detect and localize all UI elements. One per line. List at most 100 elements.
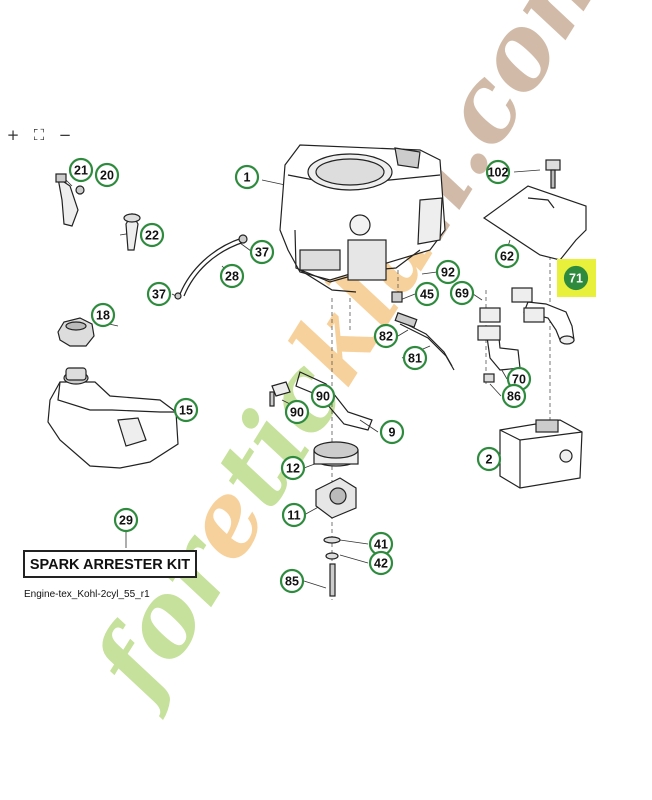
- callout-number: 15: [179, 404, 193, 418]
- callout-45[interactable]: 45: [414, 281, 440, 307]
- callout-90[interactable]: 90: [284, 399, 310, 425]
- kit-label: SPARK ARRESTER KIT: [30, 557, 190, 573]
- callout-number: 85: [285, 575, 299, 589]
- callout-circle: [249, 239, 275, 265]
- callout-number: 71: [569, 272, 583, 286]
- callout-number: 21: [74, 164, 88, 178]
- callout-37[interactable]: 37: [146, 281, 172, 307]
- callout-12[interactable]: 12: [280, 455, 306, 481]
- callout-circle: [563, 265, 589, 291]
- callout-circle: [379, 419, 405, 445]
- callout-number: 37: [255, 246, 269, 260]
- callout-circle: [402, 345, 428, 371]
- callout-circle: [94, 162, 120, 188]
- exhaust-pipe-part: [477, 287, 575, 383]
- callout-number: 9: [389, 426, 396, 440]
- callout-102[interactable]: 102: [485, 159, 511, 185]
- callout-9[interactable]: 9: [379, 419, 405, 445]
- pulley-part: [313, 441, 359, 597]
- watermark: foreticklan.com: [67, 0, 639, 723]
- callout-number: 1: [244, 171, 251, 185]
- callouts: 1291112151820212228293737414245626970718…: [68, 157, 589, 594]
- control-parts: [55, 173, 141, 251]
- callout-11[interactable]: 11: [281, 502, 307, 528]
- callout-number: 12: [286, 462, 300, 476]
- callout-62[interactable]: 62: [494, 243, 520, 269]
- callout-number: 20: [100, 169, 114, 183]
- callout-circle: [284, 399, 310, 425]
- callout-circle: [281, 502, 307, 528]
- callout-90[interactable]: 90: [310, 383, 336, 409]
- muffler-part: [499, 419, 583, 489]
- callout-circle: [219, 263, 245, 289]
- callout-71[interactable]: 71: [563, 265, 589, 291]
- fuel-cap-part: [57, 317, 95, 347]
- callout-92[interactable]: 92: [435, 259, 461, 285]
- callout-circle: [501, 383, 527, 409]
- callout-number: 81: [408, 352, 422, 366]
- callout-21[interactable]: 21: [68, 157, 94, 183]
- callout-number: 62: [500, 250, 514, 264]
- callout-number: 37: [152, 288, 166, 302]
- callout-circle: [279, 568, 305, 594]
- callout-86[interactable]: 86: [501, 383, 527, 409]
- zoom-in-button[interactable]: +: [6, 126, 20, 144]
- callout-number: 82: [379, 330, 393, 344]
- callout-37[interactable]: 37: [249, 239, 275, 265]
- callout-81[interactable]: 81: [402, 345, 428, 371]
- callout-circle: [373, 323, 399, 349]
- callout-circle: [234, 164, 260, 190]
- fuel-line-part: [174, 234, 248, 300]
- callout-number: 22: [145, 229, 159, 243]
- callout-2[interactable]: 2: [476, 446, 502, 472]
- callout-circle: [435, 259, 461, 285]
- callout-number: 28: [225, 270, 239, 284]
- heat-shield-part: [482, 159, 587, 261]
- callout-circle: [476, 446, 502, 472]
- callout-number: 11: [287, 509, 300, 523]
- callout-69[interactable]: 69: [449, 280, 475, 306]
- zoom-controls: + ⛶ −: [0, 122, 76, 148]
- callout-number: 90: [316, 390, 330, 404]
- callout-1[interactable]: 1: [234, 164, 260, 190]
- callout-number: 41: [374, 538, 388, 552]
- fit-screen-button[interactable]: ⛶: [33, 126, 45, 144]
- engine-part: [279, 144, 446, 293]
- callout-18[interactable]: 18: [90, 302, 116, 328]
- fuel-tank-part: [47, 367, 179, 469]
- callout-circle: [90, 302, 116, 328]
- callout-circle: [494, 243, 520, 269]
- callout-circle: [113, 507, 139, 533]
- callout-number: 70: [512, 373, 526, 387]
- diagram-caption: Engine-tex_Kohl-2cyl_55_r1: [24, 589, 150, 600]
- callout-41[interactable]: 41: [368, 531, 394, 557]
- callout-circle: [368, 550, 394, 576]
- callout-circle: [68, 157, 94, 183]
- callout-circle: [173, 397, 199, 423]
- kit-box: SPARK ARRESTER KIT Engine-tex_Kohl-2cyl_…: [23, 550, 197, 600]
- callout-circle: [449, 280, 475, 306]
- callout-20[interactable]: 20: [94, 162, 120, 188]
- callout-22[interactable]: 22: [139, 222, 165, 248]
- callout-number: 69: [455, 287, 469, 301]
- callout-85[interactable]: 85: [279, 568, 305, 594]
- linkage-part: [391, 291, 455, 371]
- callout-number: 42: [374, 557, 388, 571]
- zoom-out-button[interactable]: −: [58, 126, 72, 144]
- callout-number: 102: [488, 166, 509, 180]
- callout-29[interactable]: 29: [113, 507, 139, 533]
- callout-circle: [485, 159, 511, 185]
- callout-number: 86: [507, 390, 521, 404]
- callout-82[interactable]: 82: [373, 323, 399, 349]
- callout-number: 2: [486, 453, 493, 467]
- callout-circle: [146, 281, 172, 307]
- callout-circle: [139, 222, 165, 248]
- callout-15[interactable]: 15: [173, 397, 199, 423]
- svg-text:foreticklan.com: foreticklan.com: [67, 0, 639, 723]
- callout-42[interactable]: 42: [368, 550, 394, 576]
- callout-number: 92: [441, 266, 455, 280]
- callout-circle: [280, 455, 306, 481]
- callout-28[interactable]: 28: [219, 263, 245, 289]
